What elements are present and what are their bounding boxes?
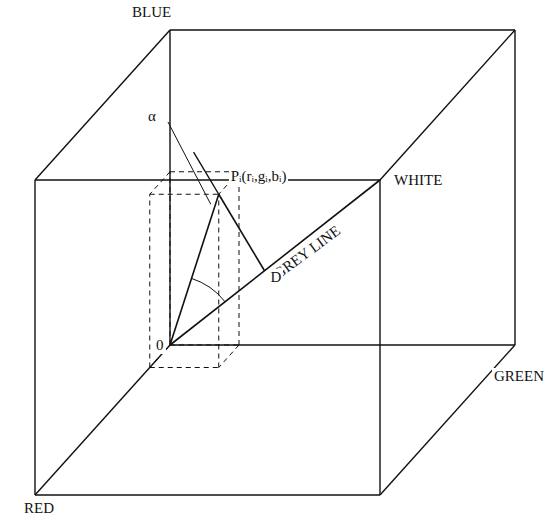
origin-label: 0 <box>154 337 166 354</box>
cube-edge <box>35 179 380 180</box>
vertex-label: BLUE <box>130 4 173 21</box>
vertex-label: GREEN <box>492 368 546 385</box>
distance-line-extension <box>194 152 219 194</box>
grey-line <box>170 180 380 345</box>
cube-edge <box>514 30 515 345</box>
point-label: D <box>269 269 284 286</box>
component-box-edge <box>219 345 239 368</box>
angle-arc <box>192 278 226 301</box>
component-box-edge <box>218 194 219 367</box>
component-box-edge <box>150 367 219 368</box>
cube-edge <box>379 180 380 495</box>
cube-edge <box>380 30 515 180</box>
component-box-edge <box>170 172 171 345</box>
component-box-edge <box>150 194 219 195</box>
cube-edge <box>170 344 515 345</box>
cube-edge <box>35 30 170 180</box>
component-box-edge <box>149 194 150 367</box>
cube-edge <box>35 494 380 495</box>
point-label: Pᵢ(rᵢ,gᵢ,bᵢ) <box>229 168 289 185</box>
cube-edge <box>170 29 515 30</box>
component-box-edge <box>170 345 239 346</box>
distance-line <box>219 194 265 271</box>
vertex-label: RED <box>22 500 56 517</box>
cube-edge <box>169 30 170 345</box>
component-box-edge <box>150 172 170 195</box>
cube-edge <box>34 180 35 495</box>
vertex-label: WHITE <box>392 172 444 189</box>
component-box-edge <box>239 172 240 345</box>
colour-vector <box>170 194 219 345</box>
angle-label: α <box>146 108 158 125</box>
alpha-leader <box>168 122 211 204</box>
